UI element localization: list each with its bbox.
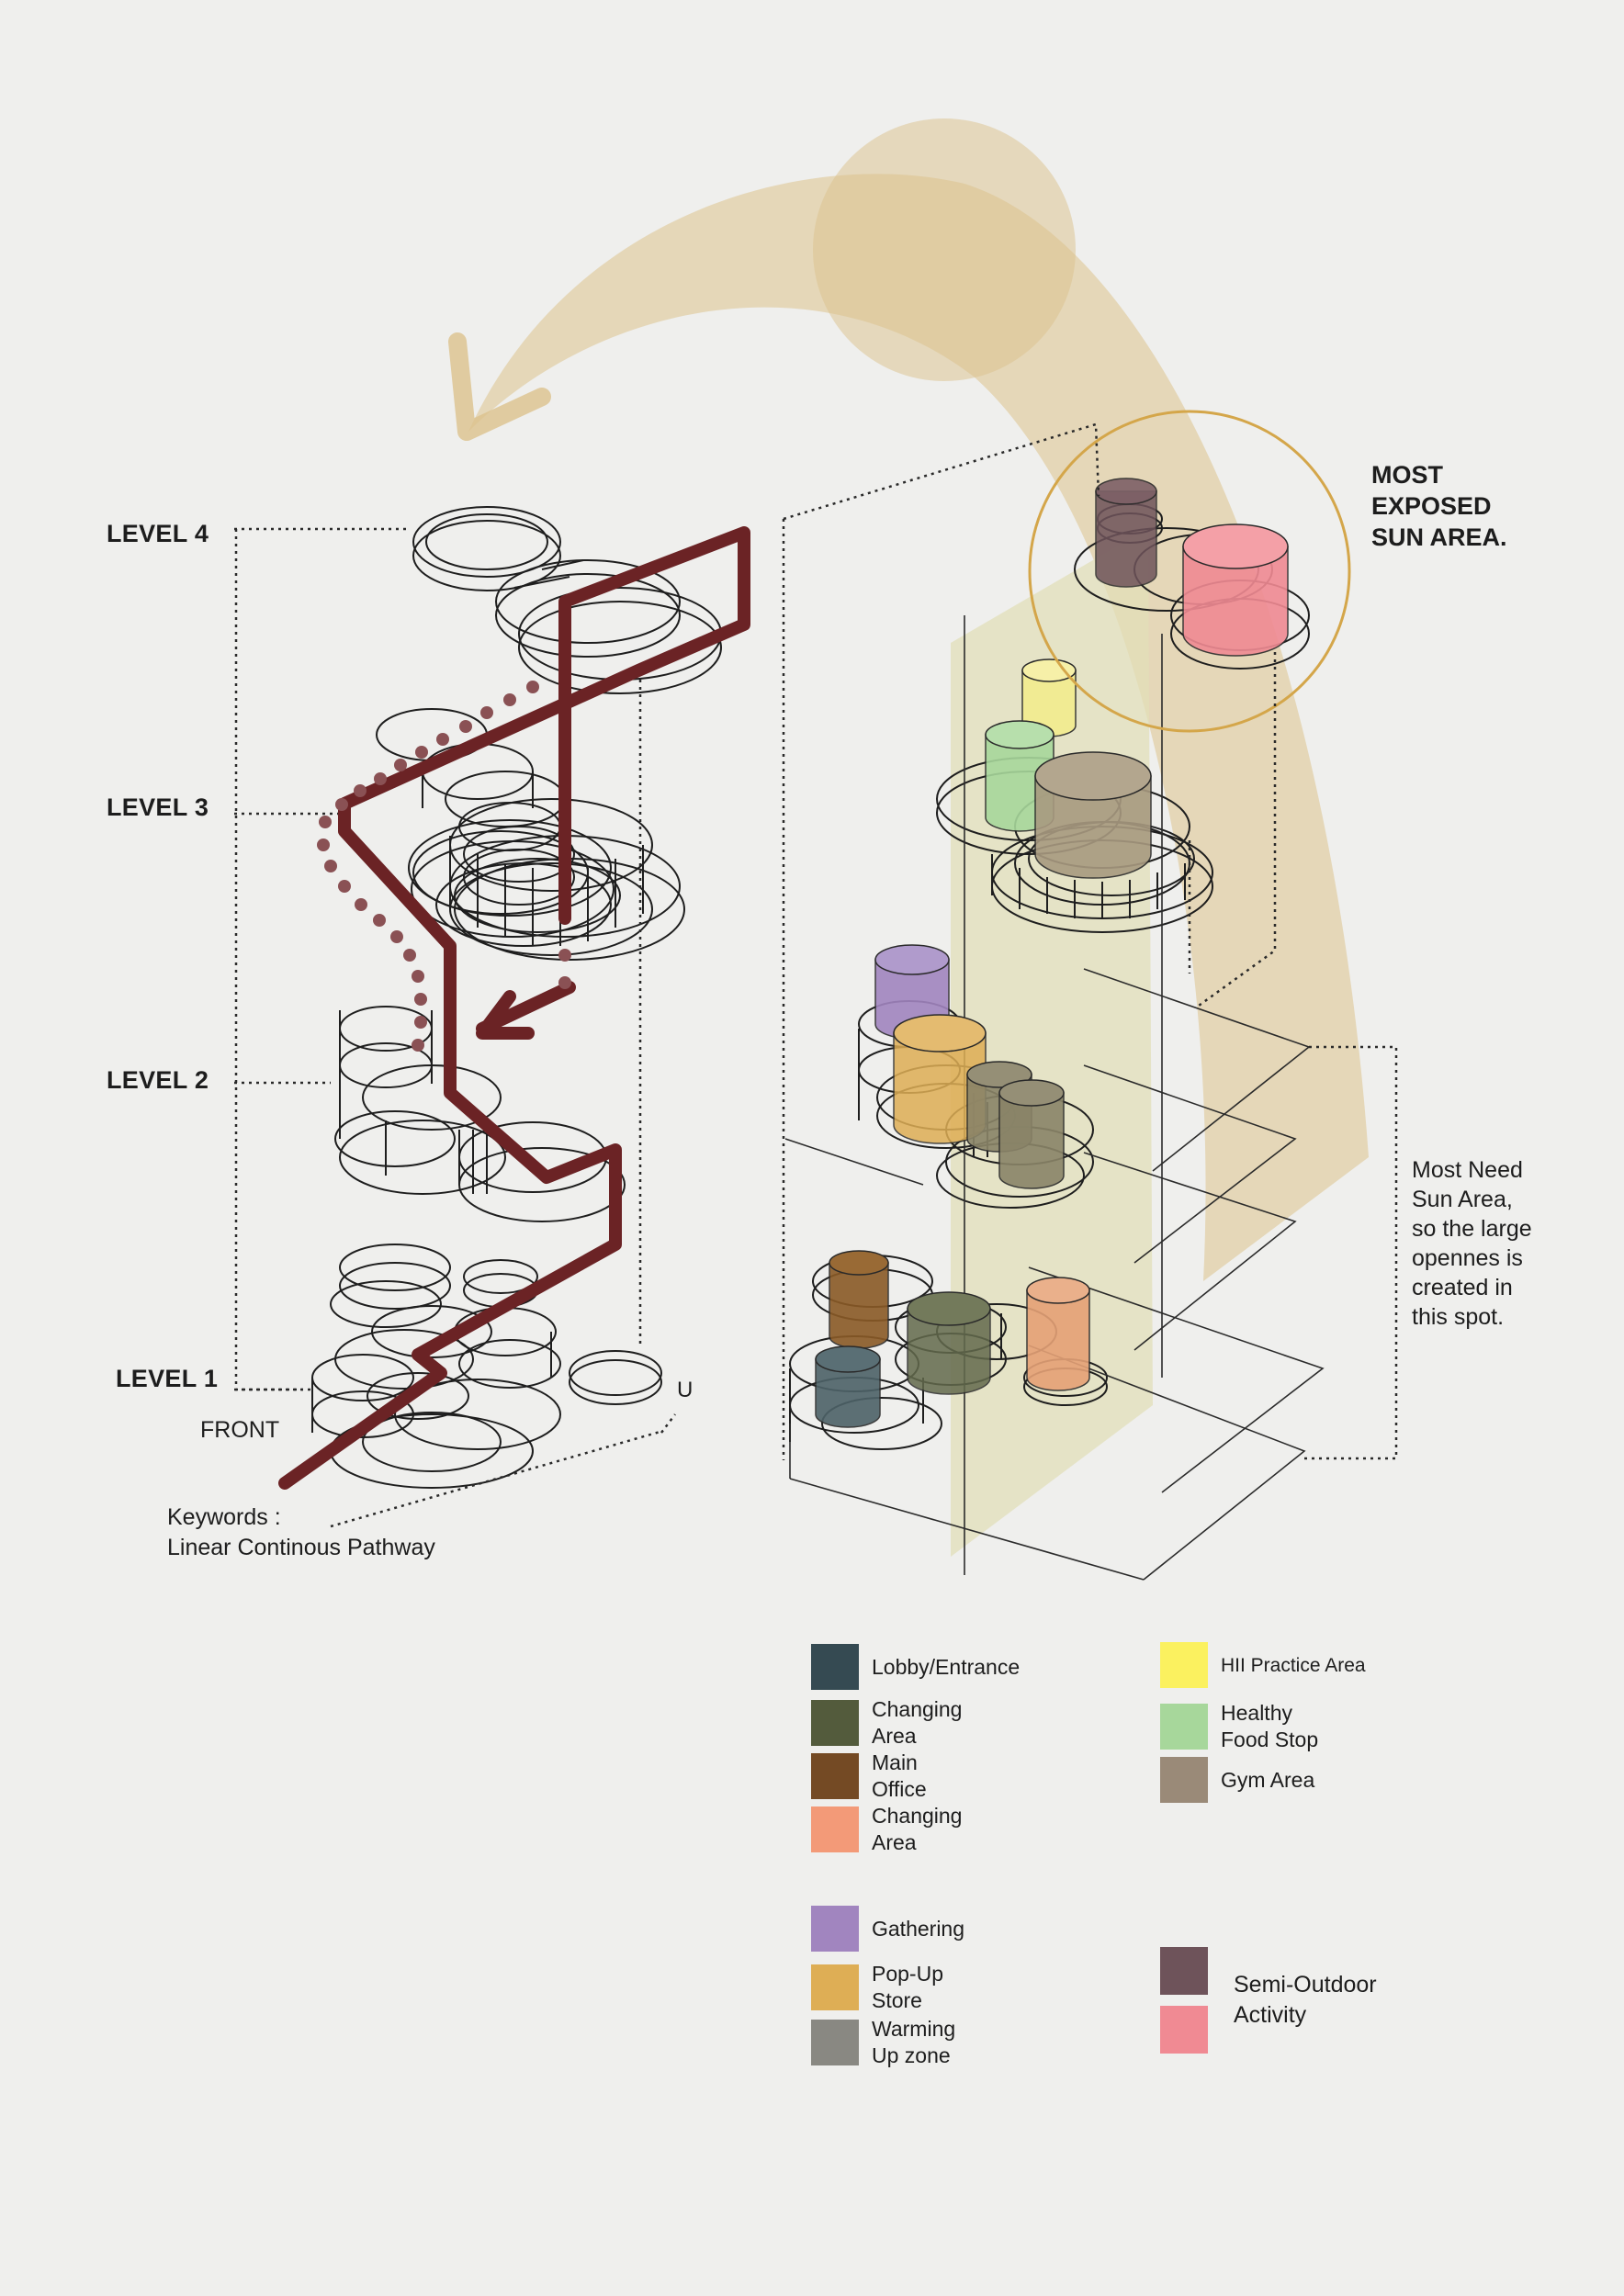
need-note-line: opennes is (1412, 1245, 1523, 1271)
need-note-line: Sun Area, (1412, 1187, 1513, 1212)
legend-swatch (1160, 2006, 1208, 2054)
legend-swatch (811, 1806, 859, 1852)
legend-swatch (811, 1906, 859, 1952)
need-note-line: created in (1412, 1275, 1513, 1300)
legend-label: Main Office (872, 1750, 927, 1801)
legend-item-warming-up: Warming Up zone (811, 2016, 955, 2069)
legend-label: Pop-Up Store (872, 1962, 943, 2012)
legend-swatch (811, 1644, 859, 1690)
legend-item-gym: Gym Area (1160, 1757, 1314, 1803)
volume-changing-salmon (1026, 1289, 1090, 1391)
legend-swatch (811, 1700, 859, 1746)
legend-item-semi-outdoor: Semi-Outdoor Activity (1160, 1947, 1377, 2054)
legend-item-lobby: Lobby/Entrance (811, 1644, 1020, 1690)
front-label: FRONT (200, 1417, 280, 1443)
legend-label: Gym Area (1221, 1767, 1315, 1792)
legend-swatch (1160, 1704, 1208, 1750)
sun-callout-line-1: MOST (1371, 461, 1443, 489)
sun-arrow-tail (448, 332, 551, 441)
sun-callout: MOST EXPOSED SUN AREA. (1371, 459, 1507, 553)
volume-semi-outdoor-pink (1182, 546, 1289, 657)
right-guides (782, 422, 1398, 1460)
need-note-line: so the large (1412, 1216, 1532, 1242)
volume-changing-olive (907, 1308, 991, 1395)
legend-label: Semi-Outdoor Activity (1234, 1972, 1377, 2028)
level-1-label: LEVEL 1 (116, 1365, 219, 1392)
legend-label: Gathering (872, 1916, 965, 1941)
legend-item-changing-salmon: Changing Area (811, 1803, 962, 1856)
left-guides (234, 527, 676, 1528)
sun-path-arrow (468, 174, 1369, 1281)
level-3-label: LEVEL 3 (107, 793, 209, 821)
keywords-value: Linear Continous Pathway (167, 1535, 435, 1560)
volume-semi-outdoor-dark (1095, 490, 1157, 588)
legend-item-hii-practice: HII Practice Area (1160, 1642, 1366, 1688)
legend-swatch (811, 1753, 859, 1799)
volume-main-office (829, 1262, 889, 1349)
legend-swatch (811, 1964, 859, 2010)
program-volumes (815, 478, 1289, 1428)
need-note-line: this spot. (1412, 1304, 1505, 1330)
pathway-route (278, 526, 750, 1490)
legend-label: Healthy Food Stop (1221, 1701, 1319, 1751)
legend-label: HII Practice Area (1221, 1654, 1366, 1676)
legend-item-gathering: Gathering (811, 1906, 964, 1952)
sun-callout-line-3: SUN AREA. (1371, 523, 1507, 551)
level-2-label: LEVEL 2 (107, 1066, 209, 1094)
legend-swatch (1160, 1757, 1208, 1803)
volume-lobby (815, 1358, 881, 1428)
sun-callout-line-2: EXPOSED (1371, 492, 1492, 520)
volume-warming-up-b (998, 1092, 1065, 1189)
legend-swatch (1160, 1947, 1208, 1995)
legend-label: Warming Up zone (872, 2017, 956, 2067)
sun-exposure-ring (1028, 410, 1351, 733)
level-4-label: LEVEL 4 (107, 520, 209, 547)
u-label: U (677, 1378, 694, 1402)
legend-label: Changing Area (872, 1697, 963, 1748)
pathway-dotted-return (317, 681, 571, 1052)
need-sun-note: Most Need Sun Area, so the large opennes… (1412, 1155, 1532, 1332)
keywords-note: Keywords : Linear Continous Pathway (167, 1503, 435, 1563)
legend-item-popup-store: Pop-Up Store (811, 1961, 943, 2014)
volume-gym (1034, 775, 1152, 879)
legend-label: Changing Area (872, 1804, 963, 1854)
legend-swatch (1160, 1642, 1208, 1688)
legend-item-healthy-food: Healthy Food Stop (1160, 1700, 1318, 1753)
need-note-line: Most Need (1412, 1157, 1523, 1183)
legend-swatch (811, 2020, 859, 2065)
legend-label: Lobby/Entrance (872, 1654, 1021, 1679)
legend-item-changing-olive: Changing Area (811, 1696, 962, 1750)
left-building (311, 506, 722, 1489)
legend-item-main-office: Main Office (811, 1750, 927, 1803)
keywords-title: Keywords : (167, 1504, 281, 1530)
